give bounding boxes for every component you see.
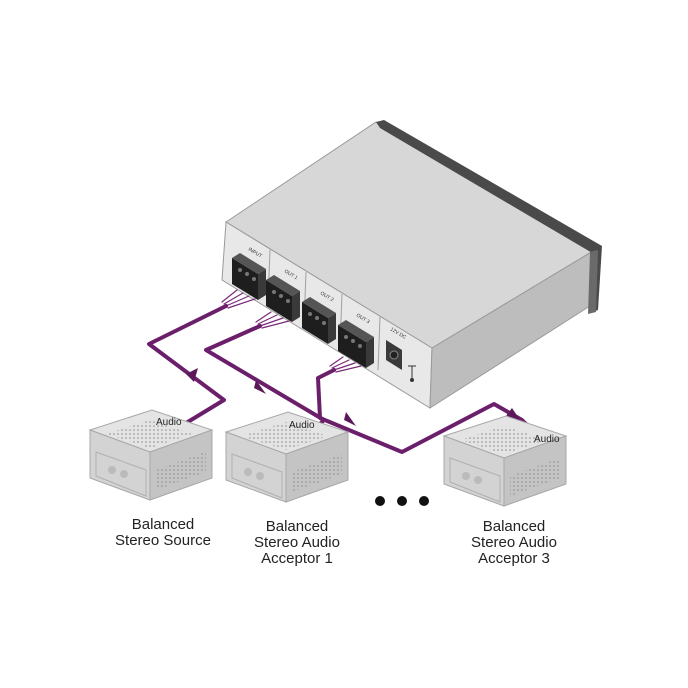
- svg-text:Acceptor 3: Acceptor 3: [478, 550, 550, 567]
- terminal-block-out2[interactable]: [302, 297, 336, 344]
- stereo-acceptor-3-device: [442, 415, 568, 507]
- terminal-block-out1[interactable]: [266, 275, 300, 322]
- source-caption: Balanced Stereo Source: [115, 516, 211, 549]
- audio-distribution-amplifier: INPUT OUT 1 OUT 2 OUT 3: [221, 120, 602, 409]
- svg-text:Stereo Source: Stereo Source: [115, 532, 211, 549]
- arrow-down-icon: [344, 412, 356, 426]
- source-cable-label: Audio: [156, 417, 182, 428]
- svg-text:Balanced: Balanced: [266, 518, 329, 535]
- stereo-source-device: [88, 409, 214, 501]
- svg-text:Acceptor 1: Acceptor 1: [261, 550, 333, 567]
- power-jack[interactable]: [386, 340, 402, 370]
- arrow-down-icon: [254, 380, 266, 394]
- acceptor-3-cable-label: Audio: [534, 434, 560, 445]
- power-plug-icon: [408, 365, 416, 382]
- terminal-block-out3[interactable]: [338, 320, 374, 368]
- acceptor-1-caption: Balanced Stereo Audio Acceptor 1: [254, 518, 340, 567]
- cable-input: [147, 304, 228, 436]
- svg-text:Balanced: Balanced: [483, 518, 546, 535]
- svg-text:Balanced: Balanced: [132, 516, 195, 533]
- acceptor-1-cable-label: Audio: [289, 420, 315, 431]
- arrow-up-icon: [186, 368, 198, 382]
- cable-out3: [316, 368, 538, 454]
- ellipsis-dots-icon: [375, 496, 429, 506]
- svg-text:Stereo Audio: Stereo Audio: [254, 534, 340, 551]
- acceptor-3-caption: Balanced Stereo Audio Acceptor 3: [471, 518, 557, 567]
- terminal-block-input[interactable]: [232, 253, 266, 300]
- stereo-acceptor-1-device: [224, 411, 350, 503]
- svg-text:Stereo Audio: Stereo Audio: [471, 534, 557, 551]
